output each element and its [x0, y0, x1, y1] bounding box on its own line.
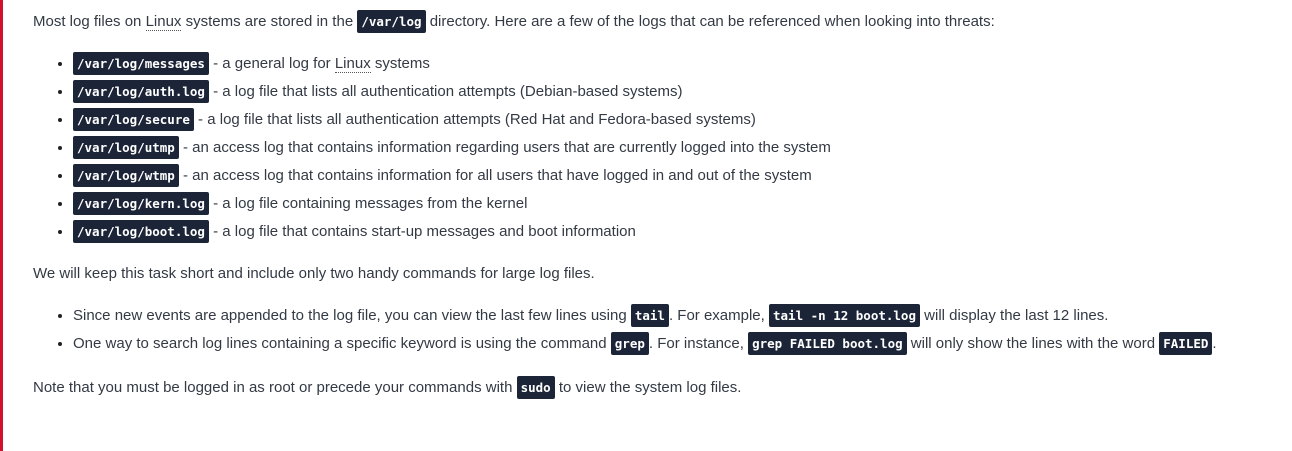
tip-text: will display the last 12 lines. [920, 307, 1109, 324]
tip-text: . For example, [668, 307, 769, 324]
closing-text-1: Note that you must be logged in as root … [33, 379, 517, 396]
code-log-path: /var/log/auth.log [73, 80, 209, 103]
tip-text: . For instance, [648, 335, 749, 352]
log-description: - a log file containing messages from th… [208, 195, 528, 212]
code-var-log: /var/log [357, 10, 426, 33]
code-sudo: sudo [516, 376, 555, 399]
log-description-tail: systems [370, 55, 430, 72]
intro-text-3: directory. Here are a few of the logs th… [425, 13, 995, 30]
list-item: Since new events are appended to the log… [73, 302, 1272, 330]
tip-text: One way to search log lines containing a… [73, 335, 611, 352]
list-item: /var/log/messages - a general log for Li… [73, 50, 1272, 78]
closing-text-2: to view the system log files. [554, 379, 742, 396]
list-item: One way to search log lines containing a… [73, 330, 1272, 358]
linux-abbr: Linux [334, 55, 371, 73]
log-description: - an access log that contains informatio… [178, 139, 831, 156]
list-item: /var/log/boot.log - a log file that cont… [73, 218, 1272, 246]
task-note-paragraph: We will keep this task short and include… [33, 265, 595, 282]
log-description: - an access log that contains informatio… [178, 167, 812, 184]
tip-text: . [1212, 335, 1217, 352]
list-item: /var/log/utmp - an access log that conta… [73, 134, 1272, 162]
code-grep-example: grep FAILED boot.log [748, 332, 907, 355]
closing-paragraph: Note that you must be logged in as root … [33, 374, 1272, 402]
list-item: /var/log/auth.log - a log file that list… [73, 78, 1272, 106]
log-description: - a general log for [208, 55, 335, 72]
code-log-path: /var/log/utmp [73, 136, 179, 159]
code-failed: FAILED [1159, 332, 1213, 355]
log-description: - a log file that contains start-up mess… [208, 223, 636, 240]
log-file-list: /var/log/messages - a general log for Li… [33, 50, 1272, 246]
tip-text: will only show the lines with the word [906, 335, 1160, 352]
log-description: - a log file that lists all authenticati… [193, 111, 756, 128]
list-item: /var/log/secure - a log file that lists … [73, 106, 1272, 134]
code-tail: tail [630, 304, 669, 327]
linux-abbr: Linux [145, 13, 182, 31]
list-item: /var/log/wtmp - an access log that conta… [73, 162, 1272, 190]
code-log-path: /var/log/secure [73, 108, 194, 131]
intro-text-2: systems are stored in the [181, 13, 358, 30]
tip-text: Since new events are appended to the log… [73, 307, 631, 324]
log-description: - a log file that lists all authenticati… [208, 83, 683, 100]
command-tips-list: Since new events are appended to the log… [33, 302, 1272, 358]
left-accent-bar [0, 0, 3, 451]
intro-paragraph: Most log files on Linux systems are stor… [33, 8, 1272, 36]
code-tail-example: tail -n 12 boot.log [769, 304, 920, 327]
code-log-path: /var/log/wtmp [73, 164, 179, 187]
code-log-path: /var/log/messages [73, 52, 209, 75]
task-content: Most log files on Linux systems are stor… [33, 8, 1272, 402]
list-item: /var/log/kern.log - a log file containin… [73, 190, 1272, 218]
code-log-path: /var/log/boot.log [73, 220, 209, 243]
code-log-path: /var/log/kern.log [73, 192, 209, 215]
intro-text-1: Most log files on [33, 13, 146, 30]
code-grep: grep [610, 332, 649, 355]
